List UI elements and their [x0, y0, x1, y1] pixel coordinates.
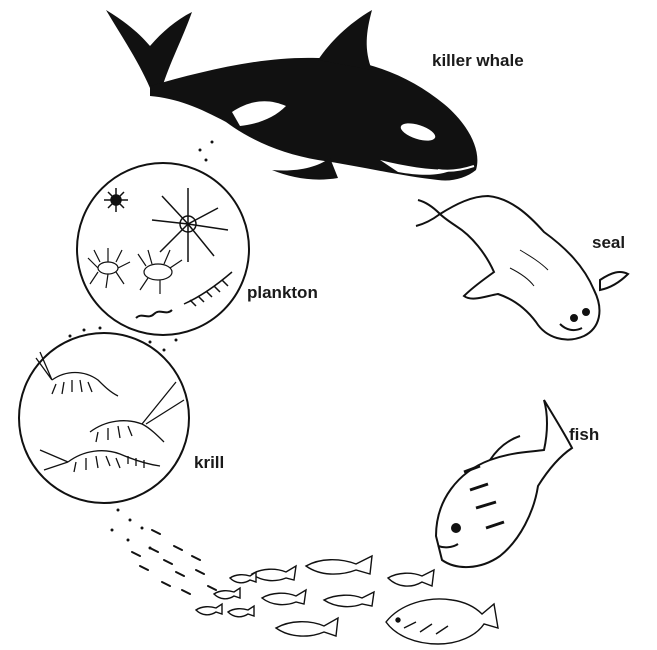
label-fish: fish: [569, 425, 599, 444]
label-plankton: plankton: [247, 283, 318, 302]
label-killer-whale: killer whale: [432, 51, 524, 70]
label-krill: krill: [194, 453, 224, 472]
label-seal: seal: [592, 233, 625, 252]
krill-illustration: [19, 333, 189, 503]
seal-illustration: [416, 196, 628, 340]
larval-fish-dashes: [132, 530, 216, 594]
fish-illustration: [436, 400, 572, 567]
killer-whale-illustration: [106, 10, 477, 181]
small-fish-school: [196, 556, 498, 644]
plankton-illustration: [77, 163, 249, 335]
